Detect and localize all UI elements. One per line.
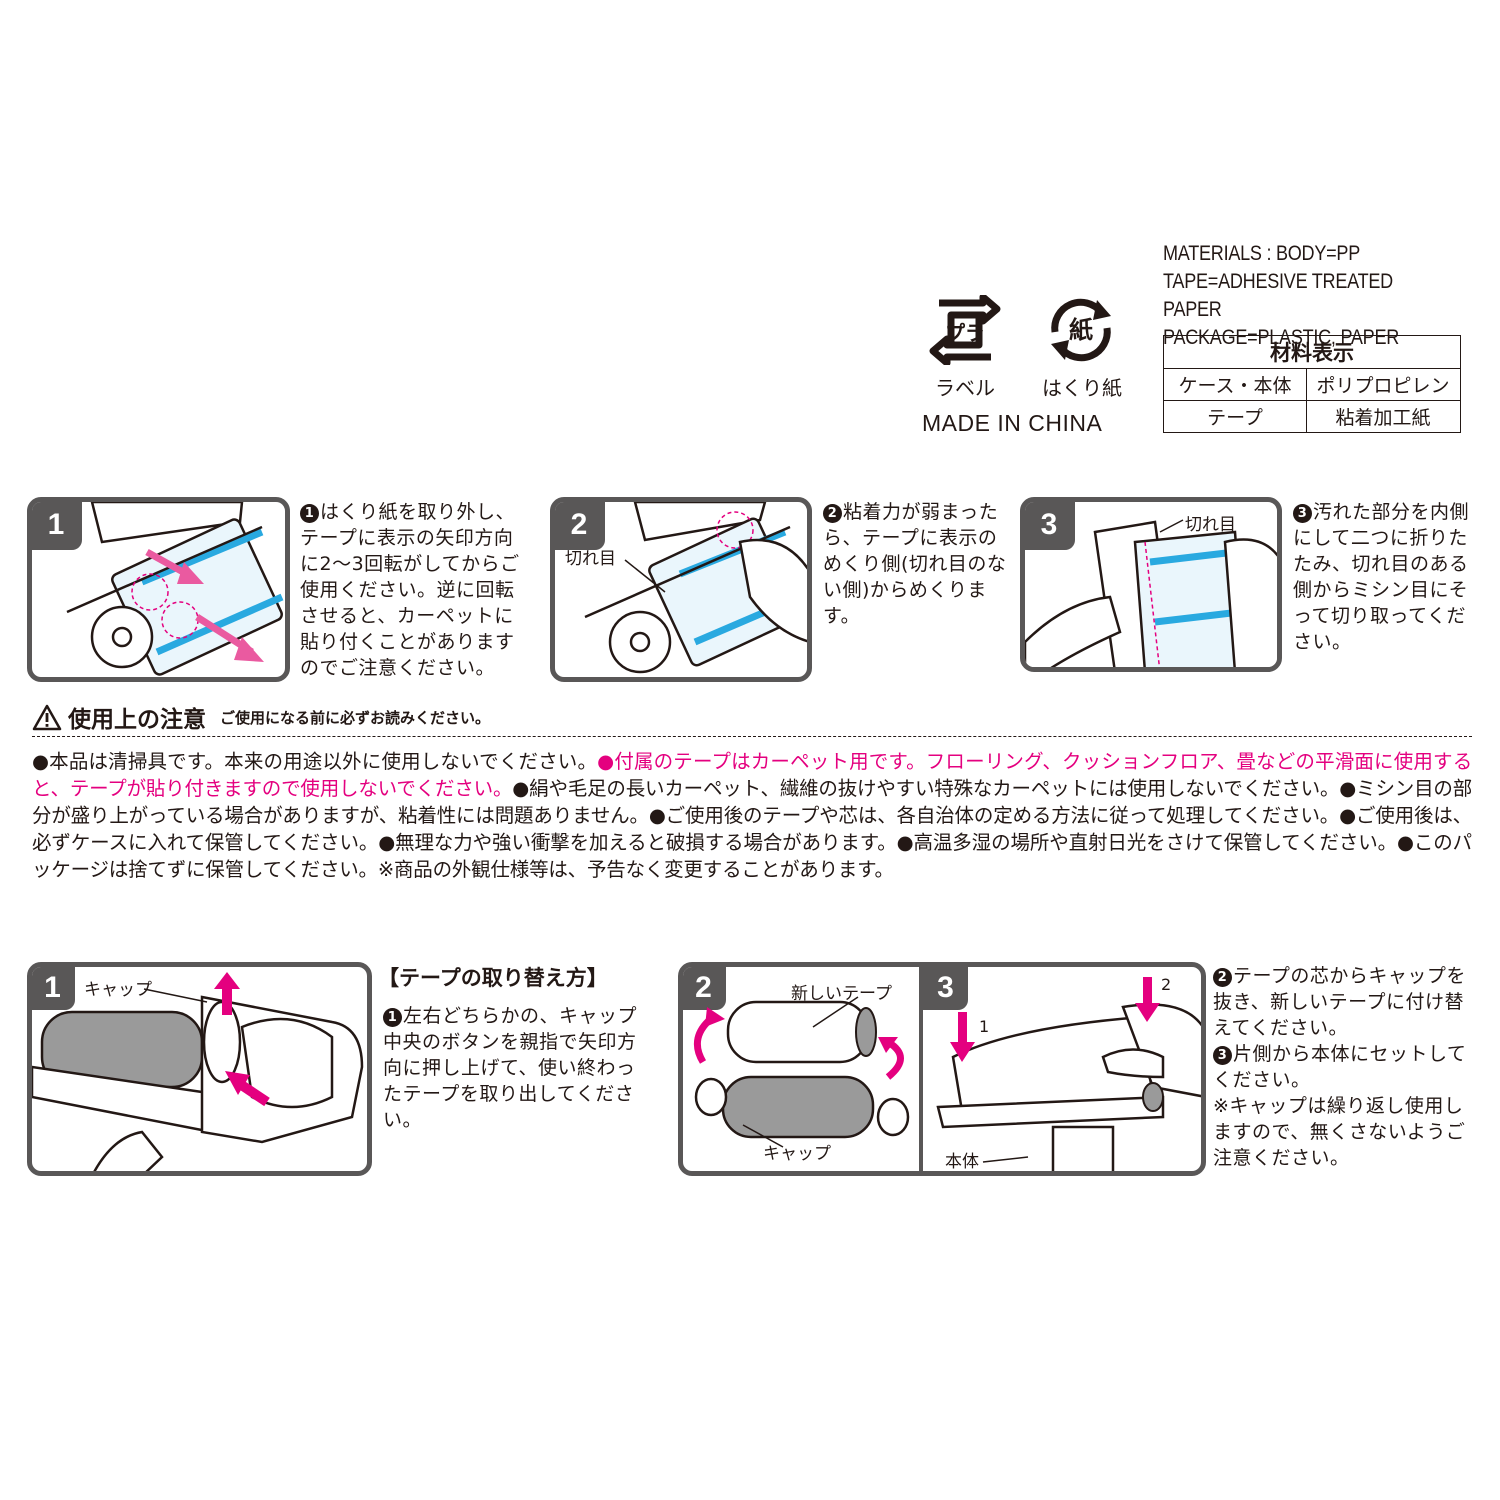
materials-english: MATERIALS : BODY=PP TAPE=ADHESIVE TREATE…	[1163, 240, 1453, 352]
materials-line-2: TAPE=ADHESIVE TREATED PAPER	[1163, 270, 1393, 321]
tape-fold-illustration	[1025, 519, 1277, 667]
roller-illustration	[66, 502, 284, 676]
caution-text-highlight: ●付属のテープはカーペット用です。フローリング、クッションフロア、畳などの平滑面…	[32, 750, 1472, 800]
step-marker: 3	[1213, 1046, 1232, 1065]
materials-part: テープ	[1207, 407, 1263, 429]
pla-recycle-icon: プラ	[925, 293, 1005, 367]
caution-body: ●本品は清掃具です。本来の用途以外に使用しないでください。●付属のテープはカーペ…	[32, 748, 1472, 883]
roller-illustration	[584, 502, 807, 674]
paper-recycle-icon: 紙	[1043, 292, 1119, 368]
caution-subtitle: ご使用になる前に必ずお読みください。	[220, 708, 491, 727]
step-instruction: 左右どちらかの、キャップ中央のボタンを親指で矢印方向に押し上げて、使い終わったテ…	[383, 1005, 638, 1131]
step-instruction: テープの芯からキャップを抜き、新しいテープに付け替えてください。	[1213, 965, 1466, 1039]
step-instruction: 汚れた部分を内側にして二つに折りたたみ、切れ目のある側からミシン目にそって切り取…	[1293, 501, 1470, 653]
step-marker: 1	[383, 1008, 402, 1027]
caution-title: 使用上の注意	[68, 707, 206, 733]
materials-material: 粘着加工紙	[1335, 407, 1431, 429]
materials-row: テープ 粘着加工紙	[1164, 400, 1460, 432]
cap-label: キャップ	[763, 1144, 831, 1164]
step-instruction: 粘着力が弱まったら、テープに表示のめくり側(切れ目のない側)からめくります。	[823, 501, 1007, 627]
usage-step-1-panel: 1	[27, 497, 290, 682]
step-instruction: 片側から本体にセットしてください。	[1213, 1043, 1467, 1091]
arrow-2-label: 2	[1161, 975, 1172, 994]
usage-step-3-panel: 3 切れ目	[1020, 497, 1282, 672]
usage-step-2-panel: 2 切れ目	[550, 497, 812, 682]
new-tape-label: 新しいテープ	[791, 984, 892, 1004]
paper-label: はくり紙	[1042, 376, 1122, 400]
step-number-badge: 2	[683, 967, 726, 1010]
step-number-badge: 2	[555, 502, 605, 550]
materials-row: ケース・本体 ポリプロピレン	[1164, 368, 1460, 400]
step-instruction: はくり紙を取り外し、テープに表示の矢印方向に2～3回転がしてからご使用ください。…	[300, 501, 520, 679]
tear-line-label: 切れ目	[1185, 515, 1236, 535]
pla-mark-text: プラ	[945, 321, 985, 345]
step-number-badge: 1	[32, 502, 82, 550]
made-in-label: MADE IN CHINA	[922, 410, 1103, 436]
tear-line-label: 切れ目	[565, 549, 616, 569]
materials-part: ケース・本体	[1178, 375, 1292, 397]
replace-step-2-3-panel: 2 3 新しいテープ キャップ 本体 1 2	[678, 962, 1206, 1176]
replace-heading: 【テープの取り替え方】	[378, 966, 608, 990]
replace-step-1-panel: 1 キャップ	[27, 962, 372, 1176]
caution-text: ●本品は清掃具です。本来の用途以外に使用しないでください。	[32, 750, 598, 773]
body-label: 本体	[945, 1152, 979, 1172]
paper-mark-text: 紙	[1069, 316, 1093, 344]
caution-text: ●絹や毛足の長いカーペット、繊維の抜けやすい特殊なカーペットには使用しないでくだ…	[32, 777, 1472, 881]
warning-icon	[32, 704, 62, 730]
caution-header: 使用上の注意 ご使用になる前に必ずお読みください。	[32, 700, 490, 734]
step-marker: 3	[1293, 504, 1312, 523]
step-number-badge: 3	[923, 967, 968, 1010]
tape-replace-illustration	[693, 977, 1201, 1171]
materials-table: 材料表示 ケース・本体 ポリプロピレン テープ 粘着加工紙	[1163, 335, 1461, 433]
materials-table-title: 材料表示	[1270, 341, 1354, 365]
step-marker: 2	[1213, 968, 1232, 987]
step-number-badge: 3	[1025, 502, 1075, 550]
cap-removal-illustration	[32, 972, 364, 1171]
panel-divider	[919, 967, 923, 1171]
pla-label: ラベル	[935, 376, 995, 400]
materials-material: ポリプロピレン	[1316, 375, 1450, 397]
cap-label: キャップ	[84, 980, 152, 1000]
caution-divider	[32, 736, 1472, 737]
replace-note-4: ※キャップは繰り返し使用しますので、無くさないようご注意ください。	[1213, 1095, 1466, 1169]
arrow-1-label: 1	[979, 1017, 990, 1036]
step-number-badge: 1	[32, 967, 75, 1010]
materials-line-3: PACKAGE=PLASTIC, PAPER	[1163, 326, 1400, 349]
materials-line-1: MATERIALS : BODY=PP	[1163, 242, 1361, 265]
step-marker: 2	[823, 504, 842, 523]
step-marker: 1	[300, 504, 319, 523]
